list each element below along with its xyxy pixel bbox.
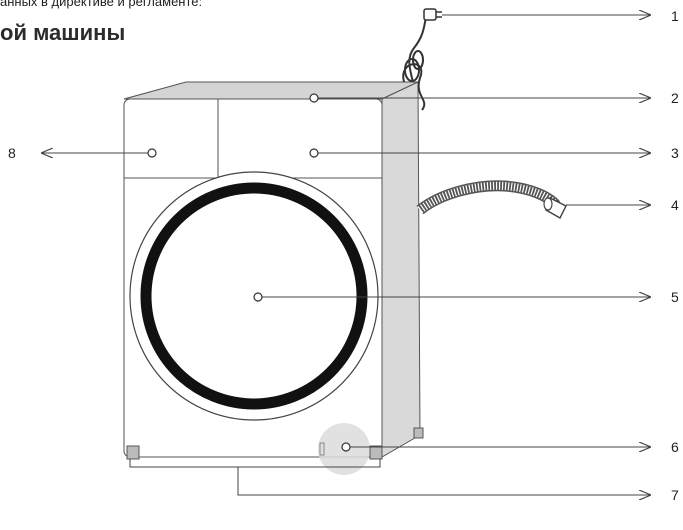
dot-6 — [341, 442, 351, 452]
callout-number-6: 6 — [671, 439, 679, 455]
callout-number-8: 8 — [8, 145, 16, 161]
door-gasket-ring — [140, 182, 368, 410]
callout-number-4: 4 — [671, 197, 679, 213]
callout-number-3: 3 — [671, 145, 679, 161]
foot-front-right — [369, 445, 383, 460]
page-title: ой машины — [0, 20, 126, 45]
dot-2 — [309, 93, 319, 103]
callout-number-7: 7 — [671, 487, 679, 503]
callout-leaders — [42, 15, 650, 495]
machine-side-panel — [381, 81, 421, 458]
callout-number-1: 1 — [671, 8, 679, 24]
callout-number-2: 2 — [671, 90, 679, 106]
dot-5 — [253, 292, 263, 302]
machine-top-panel — [123, 81, 419, 100]
foot-front-left — [126, 445, 140, 460]
callout-dots — [147, 93, 351, 452]
dot-3 — [309, 148, 319, 158]
drain-hose — [416, 180, 567, 219]
leader-7 — [129, 459, 381, 468]
power-cord — [402, 15, 427, 111]
dot-8 — [147, 148, 157, 158]
power-plug-icon — [423, 8, 442, 21]
washing-machine — [123, 81, 424, 475]
callout-number-5: 5 — [671, 289, 679, 305]
cut-off-text-line: анных в директиве и регламенте: — [0, 0, 203, 9]
filter-cover-handle — [319, 442, 325, 456]
foot-rear-right — [413, 427, 424, 439]
